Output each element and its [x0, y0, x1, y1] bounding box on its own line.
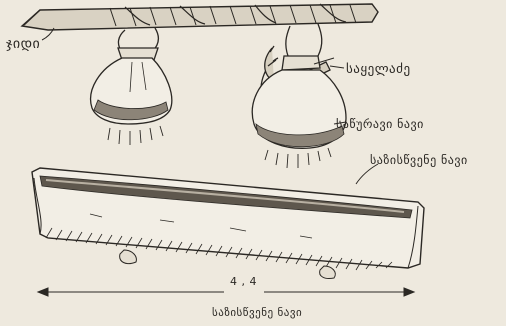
stick — [22, 4, 378, 30]
dimension-line — [38, 288, 414, 296]
bag-label: საწურავი ნავი — [336, 117, 424, 131]
hook-pointer — [330, 66, 344, 68]
right-bag — [252, 24, 346, 168]
trough — [32, 168, 424, 279]
stick-label: ჯიდი — [6, 36, 40, 52]
figure-caption: საზისწვენე ნავი — [212, 306, 302, 319]
dimension-label: 4 , 4 — [230, 275, 257, 288]
hook-label: საყელაძე — [346, 62, 411, 77]
left-bag — [91, 28, 172, 145]
trough-pointer — [356, 164, 378, 184]
trough-label: საზისწვენე ნავი — [370, 153, 468, 167]
